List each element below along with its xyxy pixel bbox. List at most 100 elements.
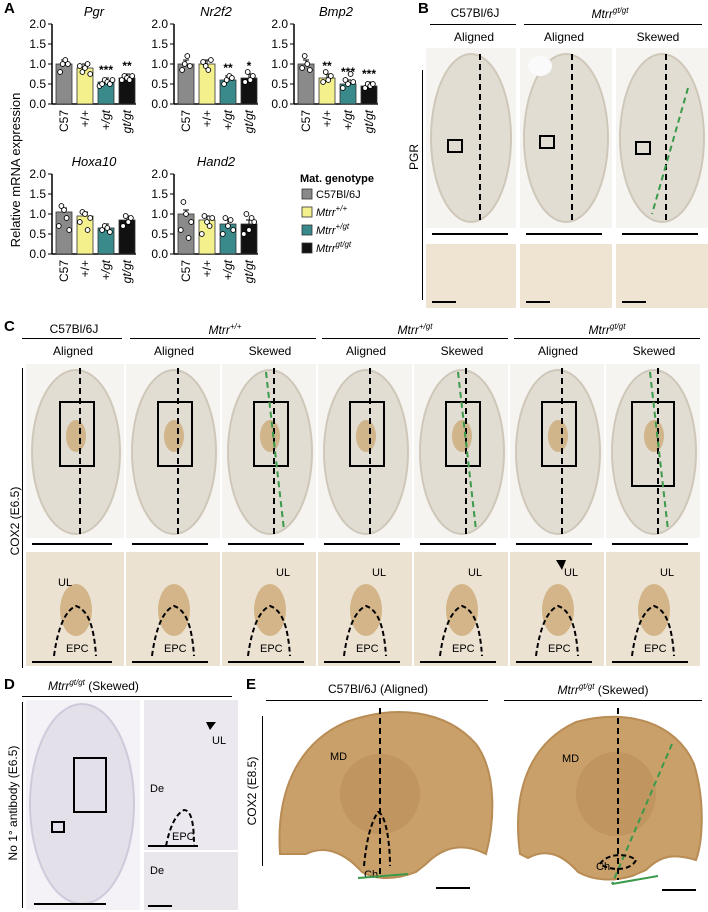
chart-bmp2: Bmp20.00.51.01.52.0C57**+/+***+/gt***gt/… bbox=[271, 4, 378, 133]
data-point bbox=[200, 59, 206, 65]
significance-label: ** bbox=[223, 61, 233, 75]
data-point bbox=[104, 225, 111, 231]
data-point bbox=[87, 215, 94, 221]
y-tick-label: 2.0 bbox=[29, 167, 46, 181]
chart-title: Hoxa10 bbox=[72, 154, 118, 169]
c-zoom-stain bbox=[350, 584, 382, 636]
x-tick-label: C57 bbox=[57, 260, 71, 282]
c-epc-label: EPC bbox=[548, 643, 571, 655]
c-col-label-1: Aligned bbox=[52, 344, 94, 358]
data-point bbox=[225, 223, 231, 229]
data-point bbox=[122, 213, 129, 219]
x-tick-label: +/gt bbox=[221, 109, 235, 130]
data-point bbox=[188, 219, 195, 225]
c-epc-label: EPC bbox=[164, 643, 187, 655]
c-epc-label: EPC bbox=[260, 643, 283, 655]
y-tick-label: 1.0 bbox=[151, 207, 168, 221]
c-epc-outline bbox=[343, 604, 387, 657]
data-point bbox=[248, 215, 255, 221]
c-skew-line bbox=[265, 371, 285, 531]
side-label-no-primary: No 1° antibody (E6.5) bbox=[6, 745, 20, 861]
c-zoom-stain bbox=[254, 584, 286, 636]
data-point bbox=[120, 223, 126, 229]
e-ch-label-right: Ch bbox=[596, 861, 610, 873]
group-label-mtrr-gtgt: Mtrrgt/gt bbox=[591, 6, 629, 21]
legend-label: Mtrr+/gt bbox=[316, 222, 350, 237]
significance-label: * bbox=[247, 59, 252, 73]
e-md-label-right: MD bbox=[562, 753, 579, 765]
data-point bbox=[247, 77, 254, 83]
data-point bbox=[84, 227, 91, 233]
x-tick-label: +/+ bbox=[200, 260, 214, 277]
x-tick-label: C57 bbox=[179, 260, 193, 282]
data-point bbox=[63, 215, 70, 221]
panel-label-e: E bbox=[246, 676, 257, 693]
data-point bbox=[185, 235, 192, 241]
data-point bbox=[250, 73, 256, 79]
data-point bbox=[227, 217, 234, 223]
data-point bbox=[55, 223, 62, 229]
data-point bbox=[230, 227, 237, 233]
x-tick-label: gt/gt bbox=[242, 109, 256, 133]
data-point bbox=[99, 81, 105, 87]
data-point bbox=[84, 61, 91, 67]
data-point bbox=[184, 53, 191, 59]
x-tick-label: +/+ bbox=[320, 110, 334, 127]
data-point bbox=[342, 77, 349, 83]
c-col-label-6: Aligned bbox=[537, 344, 579, 358]
data-point bbox=[243, 211, 250, 217]
y-tick-label: 2.0 bbox=[29, 17, 46, 31]
c-zoom-stain bbox=[158, 584, 190, 636]
legend-label: Mtrrgt/gt bbox=[316, 240, 352, 255]
significance-label: *** bbox=[362, 67, 376, 81]
cox2-e85-images: MD Ch MD Ch bbox=[278, 708, 703, 891]
c-epc-outline bbox=[53, 604, 97, 657]
chart-title: Bmp2 bbox=[319, 4, 354, 19]
data-point bbox=[251, 219, 258, 225]
c-stain bbox=[356, 420, 376, 452]
no-primary-images: UL De EPC De bbox=[26, 700, 238, 910]
legend-swatch bbox=[301, 206, 313, 218]
c-epc-label: EPC bbox=[356, 643, 379, 655]
data-point bbox=[183, 211, 189, 217]
x-tick-label: gt/gt bbox=[242, 259, 256, 283]
data-point bbox=[82, 65, 88, 71]
c-stain bbox=[164, 420, 184, 452]
x-tick-label: +/gt bbox=[99, 109, 113, 130]
y-tick-label: 0.0 bbox=[29, 97, 46, 111]
data-point bbox=[322, 69, 329, 75]
data-point bbox=[205, 67, 212, 73]
c-epc-label: EPC bbox=[66, 643, 89, 655]
data-point bbox=[62, 57, 69, 63]
y-tick-label: 1.0 bbox=[29, 207, 46, 221]
e-md-label-left: MD bbox=[330, 751, 347, 763]
chart-title: Nr2f2 bbox=[200, 4, 233, 19]
c-epc-outline bbox=[247, 604, 291, 657]
c-col-label-4: Aligned bbox=[345, 344, 387, 358]
data-point bbox=[307, 67, 313, 73]
y-axis-label: Relative mRNA expression bbox=[8, 93, 23, 248]
significance-label: ** bbox=[322, 59, 332, 73]
c-stain bbox=[452, 420, 472, 452]
c-col-label-3: Skewed bbox=[248, 344, 292, 358]
legend: Mat. genotypeC57Bl/6JMtrr+/+Mtrr+/gtMtrr… bbox=[300, 173, 374, 255]
legend-title: Mat. genotype bbox=[300, 173, 374, 185]
c-col-label-2: Aligned bbox=[153, 344, 195, 358]
c-ul-label: UL bbox=[372, 567, 386, 579]
data-point bbox=[79, 69, 86, 75]
y-tick-label: 0.0 bbox=[29, 247, 46, 261]
significance-label: ** bbox=[122, 59, 132, 73]
data-point bbox=[66, 227, 73, 233]
side-label-cox2-e65: COX2 (E6.5) bbox=[8, 486, 22, 556]
c-epc-outline bbox=[535, 604, 579, 657]
data-point bbox=[126, 77, 133, 83]
y-tick-label: 0.5 bbox=[151, 77, 168, 91]
data-point bbox=[201, 213, 208, 219]
pgr-images bbox=[426, 48, 708, 308]
group-label-c57: C57Bl/6J bbox=[450, 6, 500, 20]
y-tick-label: 1.5 bbox=[29, 187, 46, 201]
group-label-mtrr-hom: Mtrrgt/gt bbox=[588, 322, 626, 337]
